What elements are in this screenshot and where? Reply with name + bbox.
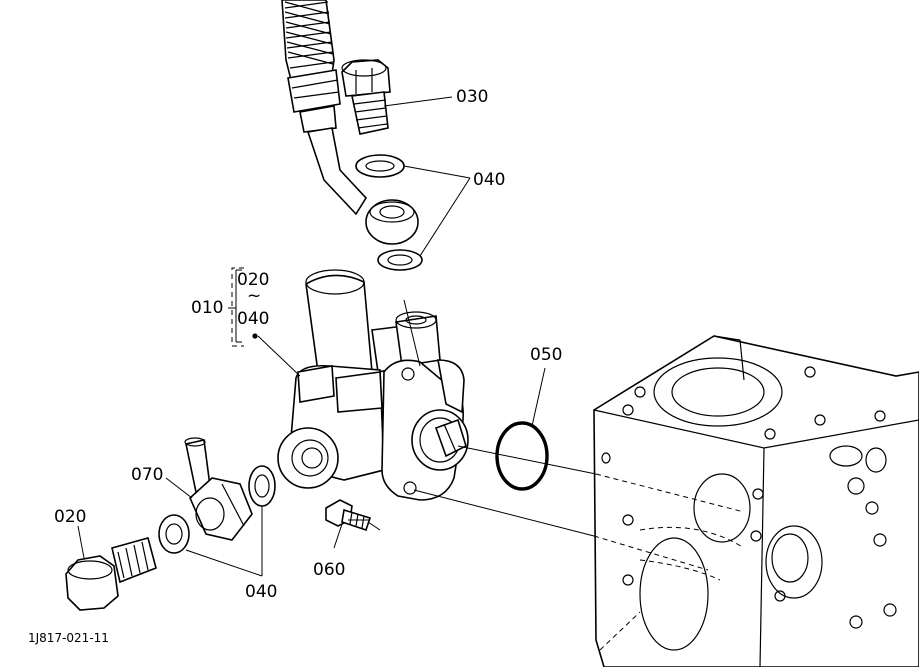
feed-pump-body-010 xyxy=(277,269,469,501)
callout-070: 070 xyxy=(131,465,164,485)
leader-dot xyxy=(252,333,258,339)
elbow-fitting-070 xyxy=(184,437,253,541)
drawing-code: 1J817-021-11 xyxy=(28,631,109,645)
callout-010-range-start: 020 xyxy=(237,270,270,290)
banjo-eye-fitting xyxy=(365,199,419,245)
callout-010-range-tilde: ~ xyxy=(247,286,262,306)
callout-010: 010 xyxy=(191,298,224,318)
callout-040-top: 040 xyxy=(473,170,506,190)
gasket-040-left xyxy=(158,514,190,554)
banjo-bolt-030 xyxy=(341,59,391,135)
leader-lines xyxy=(77,96,546,577)
callout-010-range-end: 040 xyxy=(237,309,270,329)
callout-060: 060 xyxy=(313,560,346,580)
o-ring-050 xyxy=(495,421,549,491)
callout-020: 020 xyxy=(54,507,87,527)
eye-bolt-020 xyxy=(65,537,157,611)
callout-030: 030 xyxy=(456,87,489,107)
callout-040-bottom: 040 xyxy=(245,582,278,602)
callout-050: 050 xyxy=(530,345,563,365)
gasket-040-lower xyxy=(377,249,423,271)
braided-hose xyxy=(281,0,368,216)
engine-block xyxy=(593,335,919,667)
alignment-lines xyxy=(403,299,745,571)
gasket-040-right xyxy=(248,465,276,507)
gasket-040-upper xyxy=(355,154,405,178)
bolt-060 xyxy=(325,499,372,532)
